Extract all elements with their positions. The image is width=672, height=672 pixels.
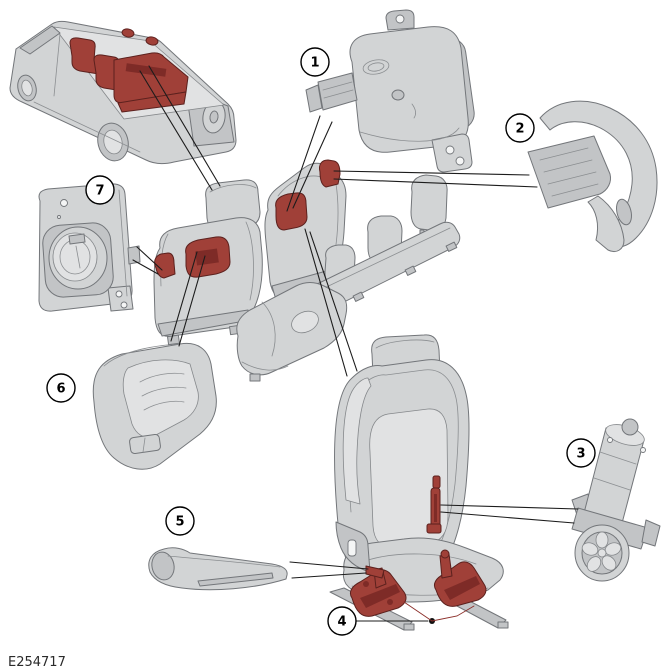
- highlighted-bracket-top: [319, 159, 341, 188]
- figure-code: E254717: [8, 655, 66, 670]
- wheel-front-left-rim: [21, 79, 33, 97]
- callout-3: 3: [566, 438, 596, 468]
- motor3-lug: [641, 519, 661, 547]
- callout-5-number: 5: [175, 515, 184, 530]
- switch-corner-tab: [107, 285, 134, 312]
- callout-3-number: 3: [576, 447, 585, 462]
- part-6-back-panel: [92, 342, 217, 470]
- front-seat: [329, 334, 509, 631]
- motor-housing: [349, 26, 469, 153]
- highlighted-release-handle: [365, 565, 385, 579]
- trim-recess: [616, 198, 632, 226]
- callout-2: 2: [505, 113, 535, 143]
- trim-inner-plate: [527, 135, 611, 209]
- vehicle-overview: [9, 20, 237, 165]
- callout-6-number: 6: [56, 382, 65, 397]
- wheel-rear-left-rim: [103, 129, 123, 155]
- highlighted-latch: [154, 252, 176, 279]
- switch-knob-notch: [68, 233, 86, 245]
- callout-1: 1: [300, 47, 330, 77]
- panel-ridges: [139, 372, 187, 411]
- part-1-adjustment-motor: [305, 9, 475, 173]
- armrest-slot: [197, 572, 274, 587]
- callout-6: 6: [46, 373, 76, 403]
- highlighted-seat-track-right: [433, 549, 487, 607]
- leader-lines: [132, 65, 579, 624]
- red-reference-lines: [403, 601, 475, 622]
- callout-7: 7: [85, 175, 115, 205]
- callout-1-number: 1: [310, 56, 319, 71]
- trim-ribs: [539, 147, 599, 197]
- highlighted-module: [275, 192, 308, 231]
- motor-details: [322, 59, 460, 142]
- windshield: [19, 25, 61, 55]
- part-2-trim-panel: [527, 100, 658, 253]
- callout-5: 5: [165, 506, 195, 536]
- cushion-body: [236, 282, 348, 376]
- part-3-track-motor: [571, 418, 661, 582]
- motor-connector-tip: [305, 84, 323, 113]
- armrest-front-face: [151, 551, 175, 581]
- bench-seat-cushion: [236, 282, 348, 382]
- trim-lower-blade: [587, 195, 625, 253]
- callout-2-number: 2: [515, 122, 524, 137]
- part-7-switch-pack: [38, 183, 141, 312]
- highlighted-lumbar-actuator: [426, 475, 442, 534]
- part-5-armrest: [148, 547, 288, 591]
- callout-4-number: 4: [337, 615, 346, 630]
- callout-4: 4: [327, 606, 357, 636]
- vehicle-details: [33, 33, 141, 153]
- panel-shield: [122, 359, 199, 438]
- panel-connector: [129, 434, 161, 454]
- highlighted-seats-in-vehicle: [69, 28, 189, 113]
- switch-side-tab: [127, 245, 141, 265]
- motor3-gear-lobes: [581, 531, 622, 572]
- motor3-dome: [621, 418, 639, 436]
- motor-connector: [317, 72, 358, 111]
- spare-wheel-hub: [209, 110, 219, 124]
- callout-7-number: 7: [95, 184, 104, 199]
